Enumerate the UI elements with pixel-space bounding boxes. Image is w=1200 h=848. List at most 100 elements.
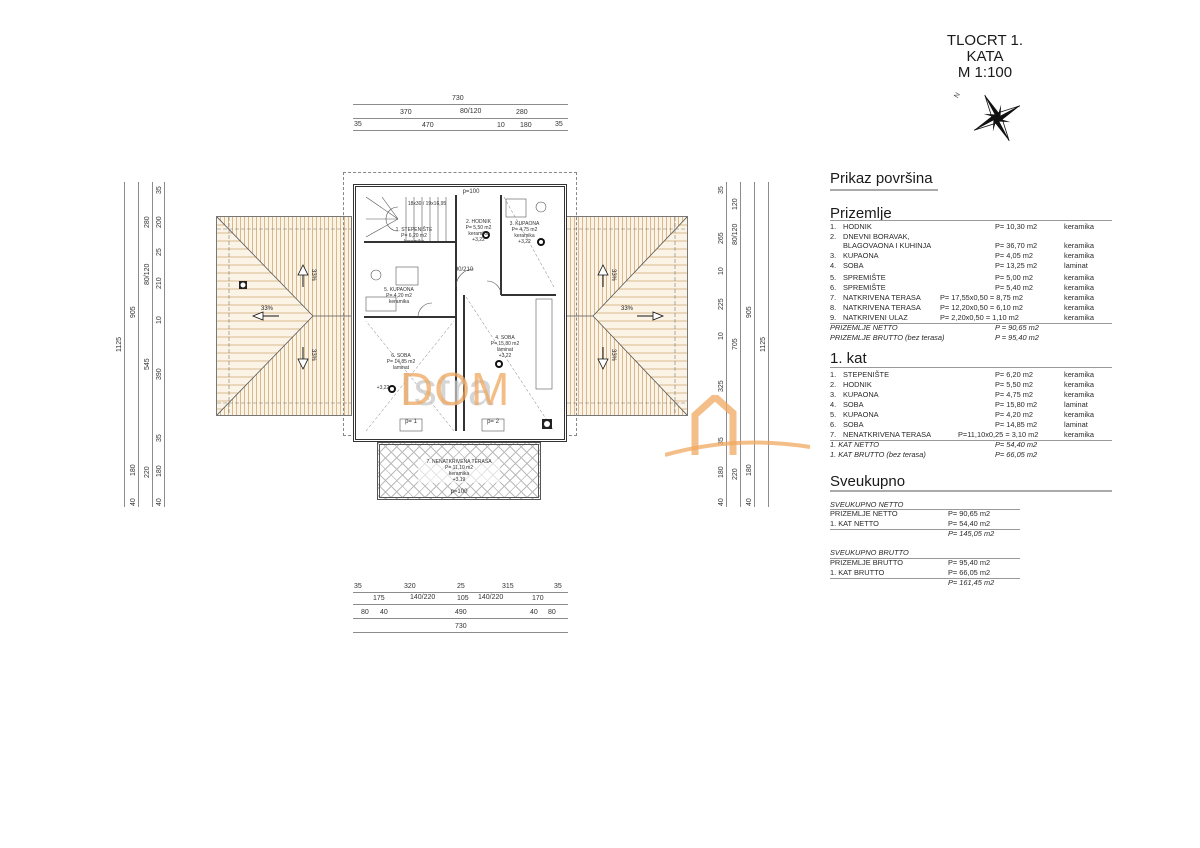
dim-line	[353, 632, 568, 633]
divider	[830, 189, 938, 191]
dim-label: 390	[156, 368, 163, 380]
dim-line	[353, 118, 568, 119]
room-label-room6: 6. SOBA P= 14,85 m2 laminat	[376, 353, 426, 371]
dim-label: 25	[156, 248, 163, 256]
roof-slope-label: 33%	[610, 268, 617, 282]
level-mark: +3,22	[376, 385, 390, 391]
dim-label: 170	[532, 595, 544, 602]
door-mark: 90/210	[454, 267, 474, 273]
room-name: 1. STEPENIŠTE	[395, 227, 433, 233]
room-name: 7. NENATKRIVENA TERASA	[426, 459, 492, 465]
room-area: P= 4,75 m2	[511, 227, 538, 233]
watermark-text-orange: DOM	[400, 363, 511, 415]
room-name: 3. KUPAONA	[509, 221, 540, 227]
room-label-terrace: 7. NENATKRIVENA TERASA P= 11,10 m2 keram…	[418, 459, 500, 483]
room-material: keramika	[448, 471, 470, 477]
dim-label: 25	[457, 583, 465, 590]
ground-brutto-row: PRIZEMLJE BRUTTO (bez terasa)P = 95,40 m…	[830, 333, 1039, 342]
dim-line	[353, 592, 568, 593]
dim-line	[353, 604, 568, 605]
dim-label: 35	[718, 186, 725, 194]
dim-label: 325	[718, 380, 725, 392]
total-brutto-sum: P= 161,45 m2	[948, 578, 995, 587]
dim-line	[726, 182, 727, 507]
dim-label: 220	[144, 466, 151, 478]
dim-label: 10	[497, 122, 505, 129]
roof-slope-label: 33%	[310, 268, 317, 282]
dim-label: 225	[718, 298, 725, 310]
room-area: P= 15,80 m2	[490, 341, 520, 347]
room-material: keramika	[388, 299, 410, 305]
dim-label: 80/120	[732, 223, 739, 245]
dim-label: 80/120	[460, 108, 482, 115]
dim-label: 105	[457, 595, 469, 602]
dim-label: 140/220	[478, 594, 504, 601]
room-label-hallway: 2. HODNIK P= 5,50 m2 keramika +3,22	[456, 219, 501, 243]
first-floor-heading: 1. kat	[830, 350, 867, 367]
door-mark: p= 2	[487, 419, 499, 425]
divider	[830, 323, 1112, 324]
dim-label: 35	[354, 121, 362, 128]
dim-label: 40	[746, 498, 753, 506]
room-area: P= 4,20 m2	[386, 293, 412, 299]
dim-label: 905	[130, 306, 137, 318]
dim-label: 10	[718, 332, 725, 340]
watermark-house-icon	[665, 395, 811, 457]
dim-label: 210	[156, 277, 163, 289]
areas-heading: Prikaz površina	[830, 170, 933, 187]
room-label-stairs: 1. STEPENIŠTE P= 6,20 m2 keramika	[384, 227, 444, 245]
room-material: keramika	[468, 231, 489, 237]
dim-label: 315	[502, 583, 514, 590]
door-mark: p= 1	[405, 419, 417, 425]
roof-slope-label: 33%	[310, 348, 317, 362]
ground-floor-heading: Prizemlje	[830, 205, 892, 222]
dim-label: 35	[156, 434, 163, 442]
dim-label: 80/120	[144, 263, 151, 285]
divider	[830, 490, 1112, 492]
roof-left: 33% 33% 33%	[216, 216, 352, 416]
dim-label: 40	[156, 498, 163, 506]
door-mark: p=100	[462, 189, 480, 195]
room-name: 2. HODNIK	[465, 219, 491, 225]
dim-label: 175	[373, 595, 385, 602]
dim-line	[152, 182, 153, 507]
room-material: keramika	[514, 233, 535, 239]
total-netto-sum: P= 145,05 m2	[948, 529, 995, 538]
dim-line	[353, 104, 568, 105]
room-name: 5. KUPAONA	[384, 287, 414, 293]
table-row: 2.DNEVNI BORAVAK,	[830, 232, 910, 241]
room-material: laminat	[496, 347, 514, 353]
dim-line	[754, 182, 755, 507]
room-label-bath2: 5. KUPAONA P= 4,20 m2 keramika	[374, 287, 424, 305]
dim-label: 140/220	[410, 594, 436, 601]
room-area: P= 5,50 m2	[465, 225, 492, 231]
divider	[830, 509, 1020, 510]
dim-label: 35	[354, 583, 362, 590]
dim-label: 545	[144, 358, 151, 370]
dim-label: 35	[555, 121, 563, 128]
railing-mark: p=100	[450, 489, 468, 495]
divider	[830, 220, 1112, 221]
level-mark: +3,22	[472, 237, 485, 243]
dim-label: 40	[530, 609, 538, 616]
total-netto-heading: SVEUKUPNO NETTO	[830, 500, 904, 509]
dim-line	[353, 618, 568, 619]
room-name: 4. SOBA	[495, 335, 515, 341]
drawing-title-line1: TLOCRT 1. KATA	[946, 32, 1024, 65]
room-material: keramika	[403, 239, 425, 245]
dim-label: 265	[718, 232, 725, 244]
dim-label: 120	[732, 198, 739, 210]
